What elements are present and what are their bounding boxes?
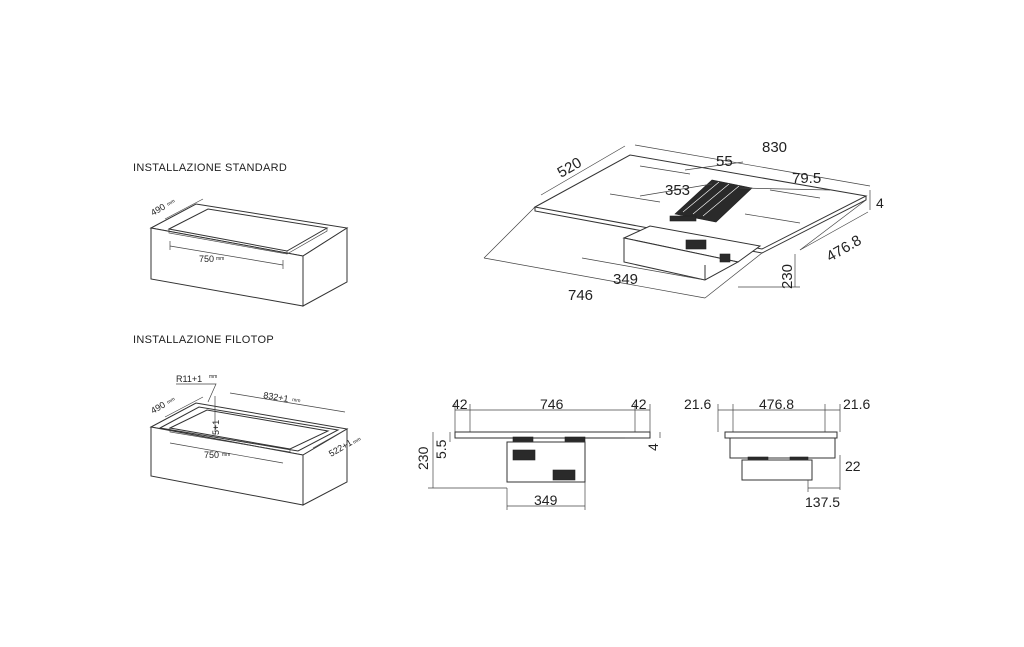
filotop-cutout-box xyxy=(149,383,349,506)
hob-vent-width-dim: 55 xyxy=(716,153,733,170)
side-depth-dim: 476.8 xyxy=(759,396,794,412)
front-motor-width-dim: 349 xyxy=(534,492,558,508)
front-right-margin-dim: 42 xyxy=(631,396,647,412)
hob-motor-width-dim: 349 xyxy=(613,271,638,288)
hob-height-dim: 230 xyxy=(779,264,796,289)
standard-installation-title: INSTALLAZIONE STANDARD xyxy=(133,162,287,174)
hob-thickness-dim: 4 xyxy=(876,195,884,211)
filotop-outer-depth-unit: mm xyxy=(352,436,362,445)
standard-cutout-box xyxy=(149,198,349,307)
filotop-width-dim: 750 xyxy=(204,450,219,460)
front-top-offset-dim: 5.5 xyxy=(433,439,449,459)
standard-depth-dim: 490 xyxy=(149,202,167,218)
filotop-radius-dim: R11+1 xyxy=(176,374,202,384)
hob-base-width-dim: 746 xyxy=(568,287,593,304)
front-view xyxy=(428,404,661,510)
filotop-recess-dim: 5+1 xyxy=(211,420,221,435)
standard-width-dim: 750 xyxy=(199,254,214,264)
filotop-depth-dim: 490 xyxy=(149,400,167,416)
filotop-radius-unit: mm xyxy=(209,374,217,380)
side-gap-dim: 22 xyxy=(845,458,861,474)
side-view xyxy=(717,404,841,492)
hob-vent-offset-dim: 353 xyxy=(665,182,690,199)
hob-vent-right-dim: 79.5 xyxy=(792,170,821,187)
standard-width-unit: mm xyxy=(216,256,224,262)
front-left-margin-dim: 42 xyxy=(452,396,468,412)
filotop-outer-width-unit: mm xyxy=(292,397,301,404)
hob-isometric-view xyxy=(483,144,871,299)
side-left-margin-dim: 21.6 xyxy=(684,396,711,412)
filotop-installation-title: INSTALLAZIONE FILOTOP xyxy=(133,334,274,346)
front-thickness-dim: 4 xyxy=(645,443,661,451)
side-motor-offset-dim: 137.5 xyxy=(805,494,840,510)
front-height-dim: 230 xyxy=(415,446,431,470)
standard-depth-unit: mm xyxy=(166,198,176,207)
filotop-outer-width-dim: 832+1 xyxy=(263,390,290,404)
side-right-margin-dim: 21.6 xyxy=(843,396,870,412)
hob-depth-dim: 520 xyxy=(555,154,585,181)
hob-width-dim: 830 xyxy=(762,139,787,156)
front-width-dim: 746 xyxy=(540,396,564,412)
hob-total-depth-dim: 476.8 xyxy=(824,232,865,265)
filotop-depth-unit: mm xyxy=(166,396,176,405)
filotop-width-unit: mm xyxy=(222,452,230,458)
